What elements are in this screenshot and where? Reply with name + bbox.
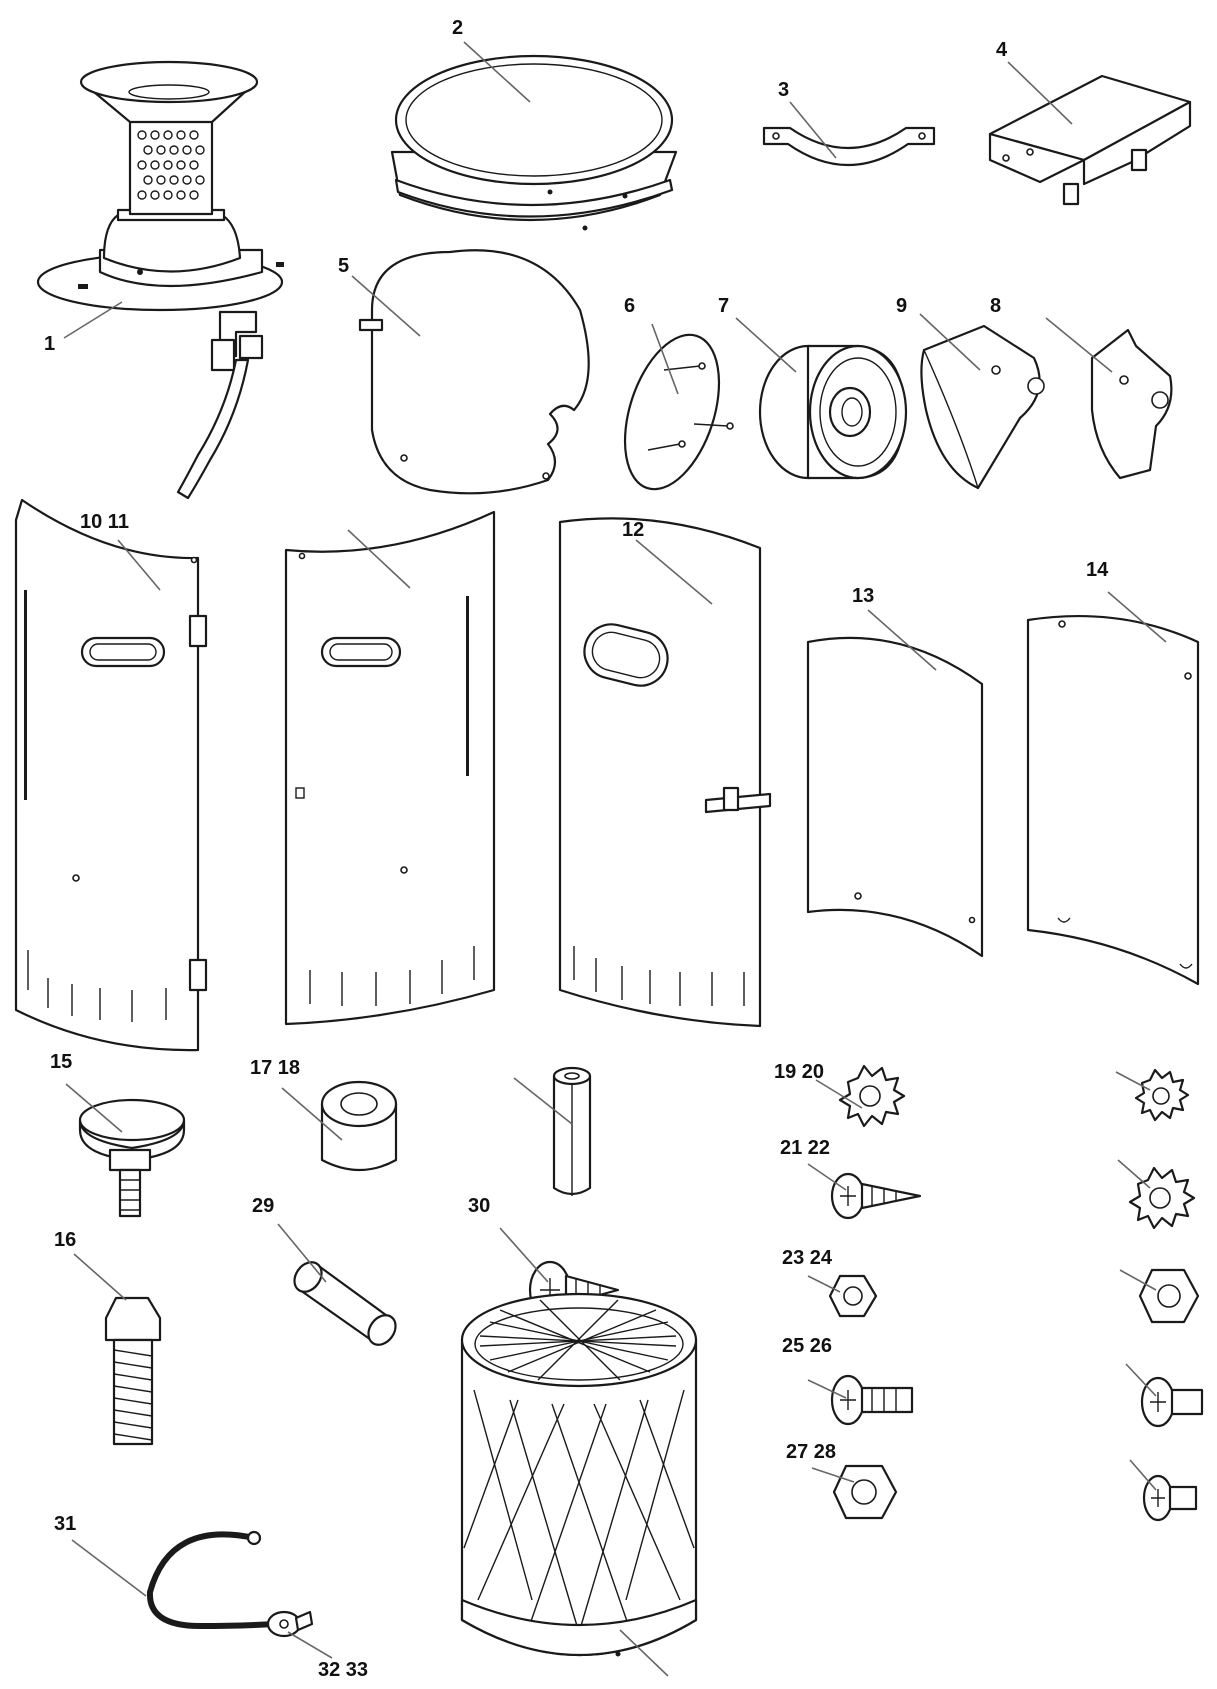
hex-standoff [552,1066,592,1196]
label-part-17-18: 17 18 [250,1057,301,1079]
label-part-1: 1 [44,333,56,355]
part-2-top-lid [390,54,678,231]
label-part-3: 3 [778,79,790,101]
part-21-22-screw [830,1172,922,1220]
part-10-11-side-panel [14,498,208,1052]
label-part-2: 2 [452,17,464,39]
label-part-25-26: 25 26 [782,1335,833,1357]
label-part-7: 7 [718,295,730,317]
part-15-thumb-knob [78,1098,186,1218]
label-part-5: 5 [338,255,350,277]
part-25-26-machine-screw [830,1374,914,1426]
part-8-curved-bracket [1090,328,1173,480]
leader-lines [63,41,1167,1677]
part-12-door-panel [558,517,772,1028]
part-7-wheel [758,344,908,480]
part-6-pin-disc [623,333,734,491]
part-31-ground-wire [146,1530,279,1630]
part-9-curved-bracket [920,324,1045,490]
label-part-29: 29 [252,1195,275,1217]
part-19-20-lock-washer [838,1064,906,1128]
label-part-8: 8 [990,295,1002,317]
right-machine-screw-long [1140,1376,1204,1428]
right-machine-screw-short [1142,1474,1198,1522]
label-part-4: 4 [996,39,1008,61]
label-part-30: 30 [468,1195,491,1217]
label-part-23-24: 23 24 [782,1247,833,1269]
part-4-bent-plate [988,74,1192,206]
part-1-burner-assembly [36,60,284,500]
right-lock-washer-large [1128,1166,1196,1230]
part-29-tube [293,1261,397,1346]
part-14-curved-sheet [1026,614,1200,986]
label-part-6: 6 [624,295,636,317]
label-part-16: 16 [54,1229,77,1251]
label-part-27-28: 27 28 [786,1441,837,1463]
middle-side-panel [284,510,496,1026]
part-3-bracket [762,126,936,167]
label-part-12: 12 [622,519,645,541]
right-hex-nut [1138,1268,1200,1324]
label-part-19-20: 19 20 [774,1061,825,1083]
label-part-32-33: 32 33 [318,1659,369,1681]
label-part-21-22: 21 22 [780,1137,831,1159]
part-23-24-hex-nut [828,1274,878,1318]
part-32-33-ring-terminal [266,1610,314,1638]
part-17-18-spacer [320,1080,398,1171]
label-part-31: 31 [54,1513,77,1535]
part-16-hex-bolt [104,1296,162,1446]
label-part-10-11: 10 11 [80,511,129,533]
part-13-curved-sheet [806,636,984,958]
mesh-cage [460,1292,698,1657]
label-part-9: 9 [896,295,908,317]
part-27-28-hex-nut [832,1464,898,1520]
label-part-14: 14 [1086,559,1109,581]
label-part-15: 15 [50,1051,73,1073]
label-part-13: 13 [852,585,875,607]
part-5-round-plate [358,249,590,495]
right-lock-washer-small [1134,1068,1190,1122]
